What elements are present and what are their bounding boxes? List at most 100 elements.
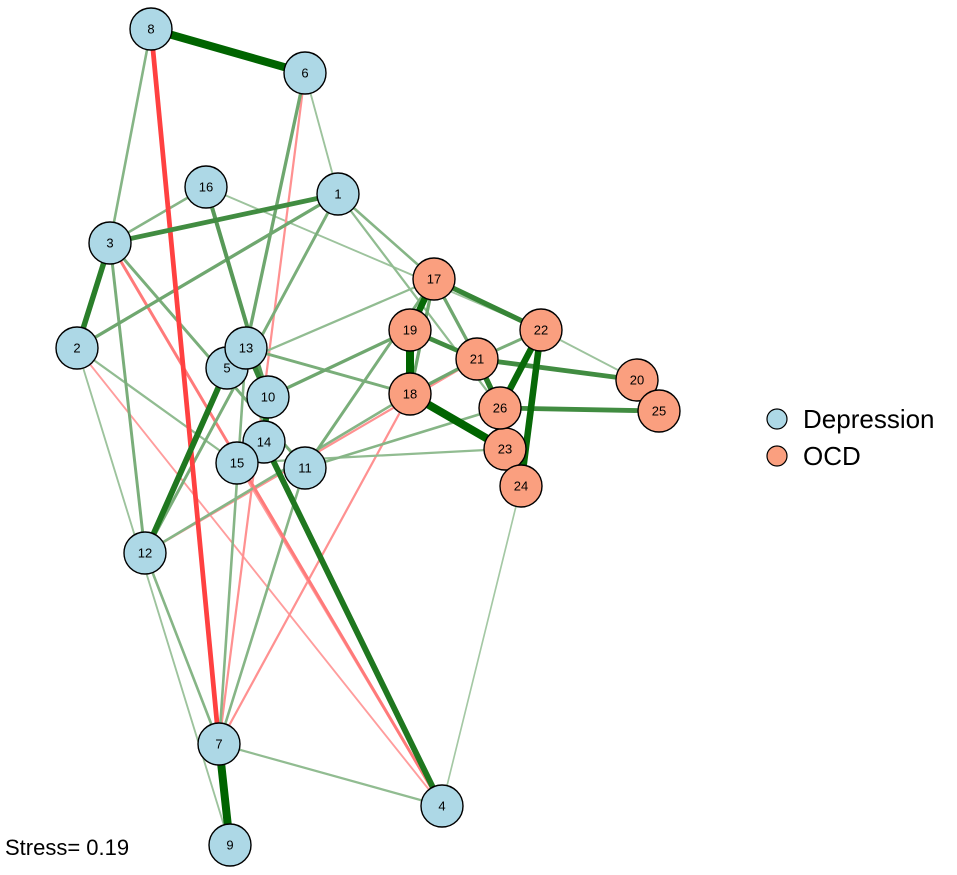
node-15-label: 15: [230, 456, 244, 471]
node-19-label: 19: [403, 323, 417, 338]
node-1: 1: [316, 172, 360, 216]
node-7-label: 7: [215, 737, 222, 752]
edge-21-20: [474, 356, 640, 383]
node-25-label: 25: [652, 404, 666, 419]
edge-10-19: [266, 328, 412, 399]
node-4-label: 4: [438, 799, 445, 814]
edge-7-4: [217, 742, 444, 808]
node-13: 13: [224, 326, 268, 370]
edge-2-15: [75, 346, 239, 465]
node-2-circle: [55, 326, 99, 370]
node-6-label: 6: [301, 66, 308, 81]
node-24-circle: [499, 464, 543, 508]
node-10: 10: [246, 375, 290, 419]
node-19-circle: [388, 308, 432, 352]
stress-label: Stress= 0.19: [5, 835, 129, 860]
edge-11-26: [303, 406, 502, 470]
node-7: 7: [197, 722, 241, 766]
node-9-circle: [208, 823, 252, 867]
node-12: 12: [123, 531, 167, 575]
node-8-label: 8: [147, 22, 154, 37]
edge-22-24: [517, 326, 545, 490]
node-10-circle: [246, 375, 290, 419]
edge-8-6: [147, 25, 309, 77]
node-13-label: 13: [239, 341, 253, 356]
node-16-label: 16: [199, 180, 213, 195]
node-26: 26: [478, 386, 522, 430]
node-16-circle: [184, 165, 228, 209]
node-21: 21: [455, 337, 499, 381]
node-22: 22: [519, 308, 563, 352]
node-15-circle: [215, 441, 259, 485]
node-18-circle: [388, 372, 432, 416]
node-4: 4: [420, 784, 464, 828]
nodes-layer: 1234567891011121314151617181920212223242…: [55, 7, 681, 867]
edge-12-7: [143, 551, 221, 746]
node-20-label: 20: [630, 373, 644, 388]
edge-2-1: [75, 192, 340, 350]
edge-4-24: [441, 485, 522, 807]
edge-7-11: [217, 466, 307, 746]
edge-3-12: [108, 241, 147, 555]
edge-3-4: [108, 241, 444, 808]
node-6: 6: [283, 51, 327, 95]
node-16: 16: [184, 165, 228, 209]
node-21-label: 21: [470, 352, 484, 367]
edge-3-1: [107, 191, 341, 246]
edge-2-9: [76, 347, 231, 846]
node-2: 2: [55, 326, 99, 370]
legend-depression-swatch: [766, 408, 788, 430]
node-9-label: 9: [226, 838, 233, 853]
node-10-label: 10: [261, 390, 275, 405]
edge-7-18: [217, 392, 412, 746]
legend-ocd-swatch: [766, 445, 788, 467]
node-18: 18: [388, 372, 432, 416]
node-11-label: 11: [298, 461, 312, 476]
node-1-circle: [316, 172, 360, 216]
node-22-circle: [519, 308, 563, 352]
node-21-circle: [455, 337, 499, 381]
edge-12-5: [142, 365, 230, 556]
node-2-label: 2: [73, 341, 80, 356]
node-20: 20: [615, 358, 659, 402]
node-11: 11: [283, 446, 327, 490]
node-13-circle: [224, 326, 268, 370]
node-24: 24: [499, 464, 543, 508]
node-8-circle: [129, 7, 173, 51]
node-8: 8: [129, 7, 173, 51]
node-26-circle: [478, 386, 522, 430]
node-25-circle: [637, 389, 681, 433]
node-3-label: 3: [106, 236, 113, 251]
edge-14-4: [261, 439, 445, 809]
node-11-circle: [283, 446, 327, 490]
edges-layer: [74, 25, 662, 849]
edge-2-4: [76, 347, 443, 807]
node-7-circle: [197, 722, 241, 766]
edge-13-18: [244, 346, 412, 396]
node-24-label: 24: [514, 479, 528, 494]
node-1-label: 1: [334, 187, 341, 202]
node-18-label: 18: [403, 387, 417, 402]
node-14-label: 14: [257, 435, 271, 450]
node-15: 15: [215, 441, 259, 485]
node-3: 3: [88, 221, 132, 265]
node-23-label: 23: [498, 442, 512, 457]
node-3-circle: [88, 221, 132, 265]
node-19: 19: [388, 308, 432, 352]
node-4-circle: [420, 784, 464, 828]
edge-7-13: [217, 346, 248, 746]
node-17-label: 17: [427, 272, 441, 287]
node-6-circle: [283, 51, 327, 95]
node-17-circle: [412, 257, 456, 301]
edge-6-13: [244, 71, 307, 350]
legend-ocd-label: OCD: [803, 441, 861, 471]
node-12-label: 12: [138, 546, 152, 561]
node-12-circle: [123, 531, 167, 575]
legend-depression-label: Depression: [803, 404, 935, 434]
node-20-circle: [615, 358, 659, 402]
node-26-label: 26: [493, 401, 507, 416]
edge-8-7: [148, 26, 222, 747]
node-25: 25: [637, 389, 681, 433]
